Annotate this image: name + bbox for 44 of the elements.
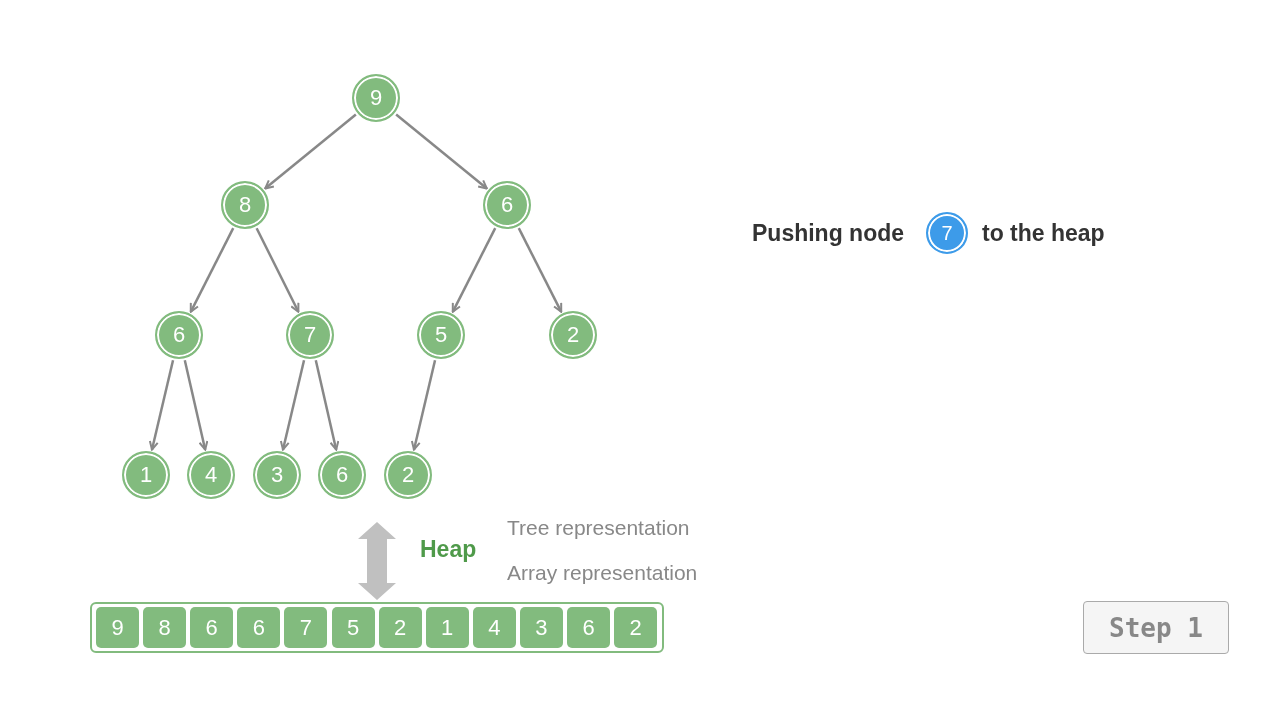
arrow: [314, 360, 340, 451]
array-cell: 5: [331, 607, 375, 648]
step-label: Step 1: [1083, 601, 1229, 654]
array-cell: 1: [425, 607, 469, 648]
caption-text: Pushing node: [752, 219, 905, 247]
arrow: [517, 227, 563, 313]
array-cell: 3: [519, 607, 563, 648]
arrow: [410, 360, 437, 451]
array-cell: 6: [190, 607, 234, 648]
tree-node-circle: 6: [483, 181, 531, 229]
array-cell: 9: [96, 607, 139, 648]
tree-node-circle: 3: [253, 451, 301, 499]
array-cell: 8: [143, 607, 187, 648]
tree-node-circle: 8: [221, 181, 269, 229]
array-cell: 2: [378, 607, 422, 648]
caption-text: to the heap: [982, 219, 1105, 247]
array-cell: 7: [284, 607, 328, 648]
tree-node-circle: 7: [926, 212, 968, 254]
array-bar: [90, 602, 664, 653]
arrow: [395, 113, 488, 190]
array-cell: 4: [472, 607, 516, 648]
tree-node-circle: 1: [122, 451, 170, 499]
tree-node-circle: 6: [318, 451, 366, 499]
tree-node-circle: 2: [384, 451, 432, 499]
tree-node-circle: 7: [286, 311, 334, 359]
tree-node-circle: 2: [549, 311, 597, 359]
array-cell: 6: [567, 607, 610, 648]
arrow: [189, 227, 235, 313]
double-arrow: [358, 522, 396, 600]
array-cell: 6: [237, 607, 281, 648]
arrow: [279, 360, 306, 451]
legend-text: Tree representation: [507, 516, 690, 540]
tree-node-circle: 5: [417, 311, 465, 359]
tree-node-circle: 4: [187, 451, 235, 499]
legend-text: Array representation: [507, 561, 698, 585]
array-cell: 2: [614, 607, 658, 648]
arrow: [255, 227, 300, 313]
tree-node-circle: 9: [352, 74, 400, 122]
heap-label: Heap: [420, 535, 477, 563]
arrow: [183, 360, 209, 451]
tree-node-circle: 6: [155, 311, 203, 359]
arrow: [451, 227, 497, 313]
arrow: [264, 113, 357, 190]
arrow: [148, 360, 175, 451]
